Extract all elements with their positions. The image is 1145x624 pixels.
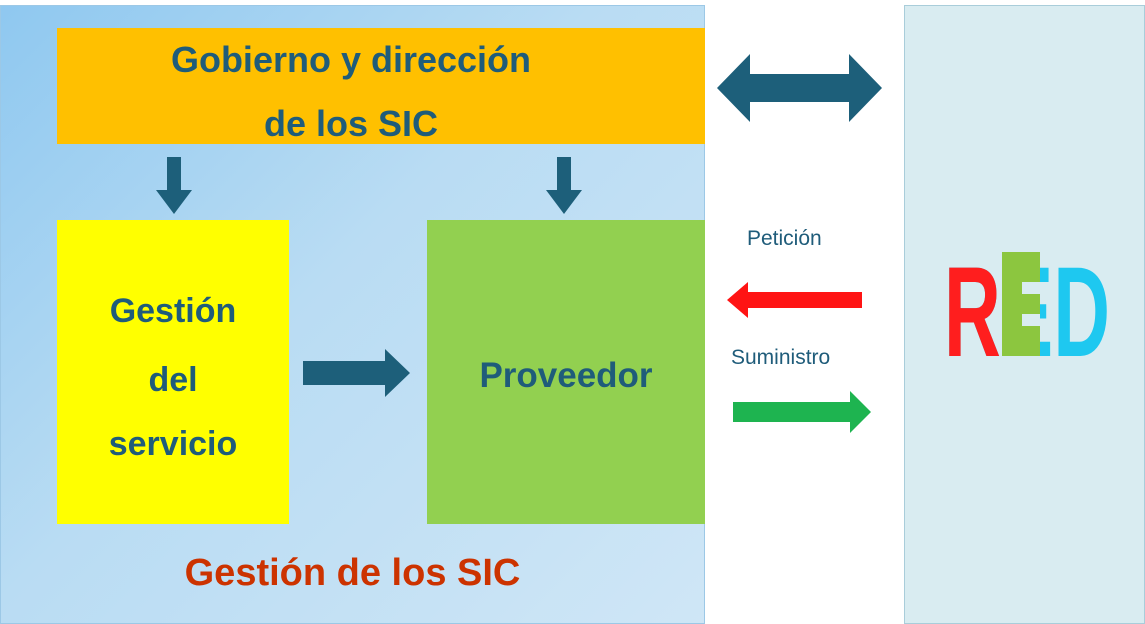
- bidirectional-arrow: [717, 54, 882, 122]
- request-label: Petición: [747, 227, 822, 250]
- red-logo-letters: RED: [944, 248, 1110, 360]
- service-management-box: Gestión del servicio: [57, 220, 289, 524]
- sic-management-title: Gestión de los SIC: [184, 552, 521, 594]
- service-label-line1: Gestión: [109, 292, 237, 330]
- down-arrow-to-service: [156, 157, 192, 214]
- request-arrow: [727, 282, 862, 318]
- governance-box: Gobierno y dirección de los SIC: [57, 28, 705, 144]
- governance-label-line1: Gobierno y dirección: [170, 39, 532, 80]
- provider-label: Proveedor: [479, 356, 653, 395]
- service-label-line3: servicio: [108, 425, 238, 463]
- down-arrow-to-provider: [546, 157, 582, 214]
- supply-arrow: [733, 391, 871, 433]
- provider-box: Proveedor: [427, 220, 705, 524]
- service-label-line2: del: [148, 361, 198, 399]
- logo-letters: RED: [944, 248, 1110, 360]
- governance-label-line2: de los SIC: [263, 103, 439, 144]
- red-logo-middle: [1002, 252, 1040, 356]
- service-to-provider-arrow: [303, 349, 410, 397]
- supply-label: Suministro: [731, 346, 831, 369]
